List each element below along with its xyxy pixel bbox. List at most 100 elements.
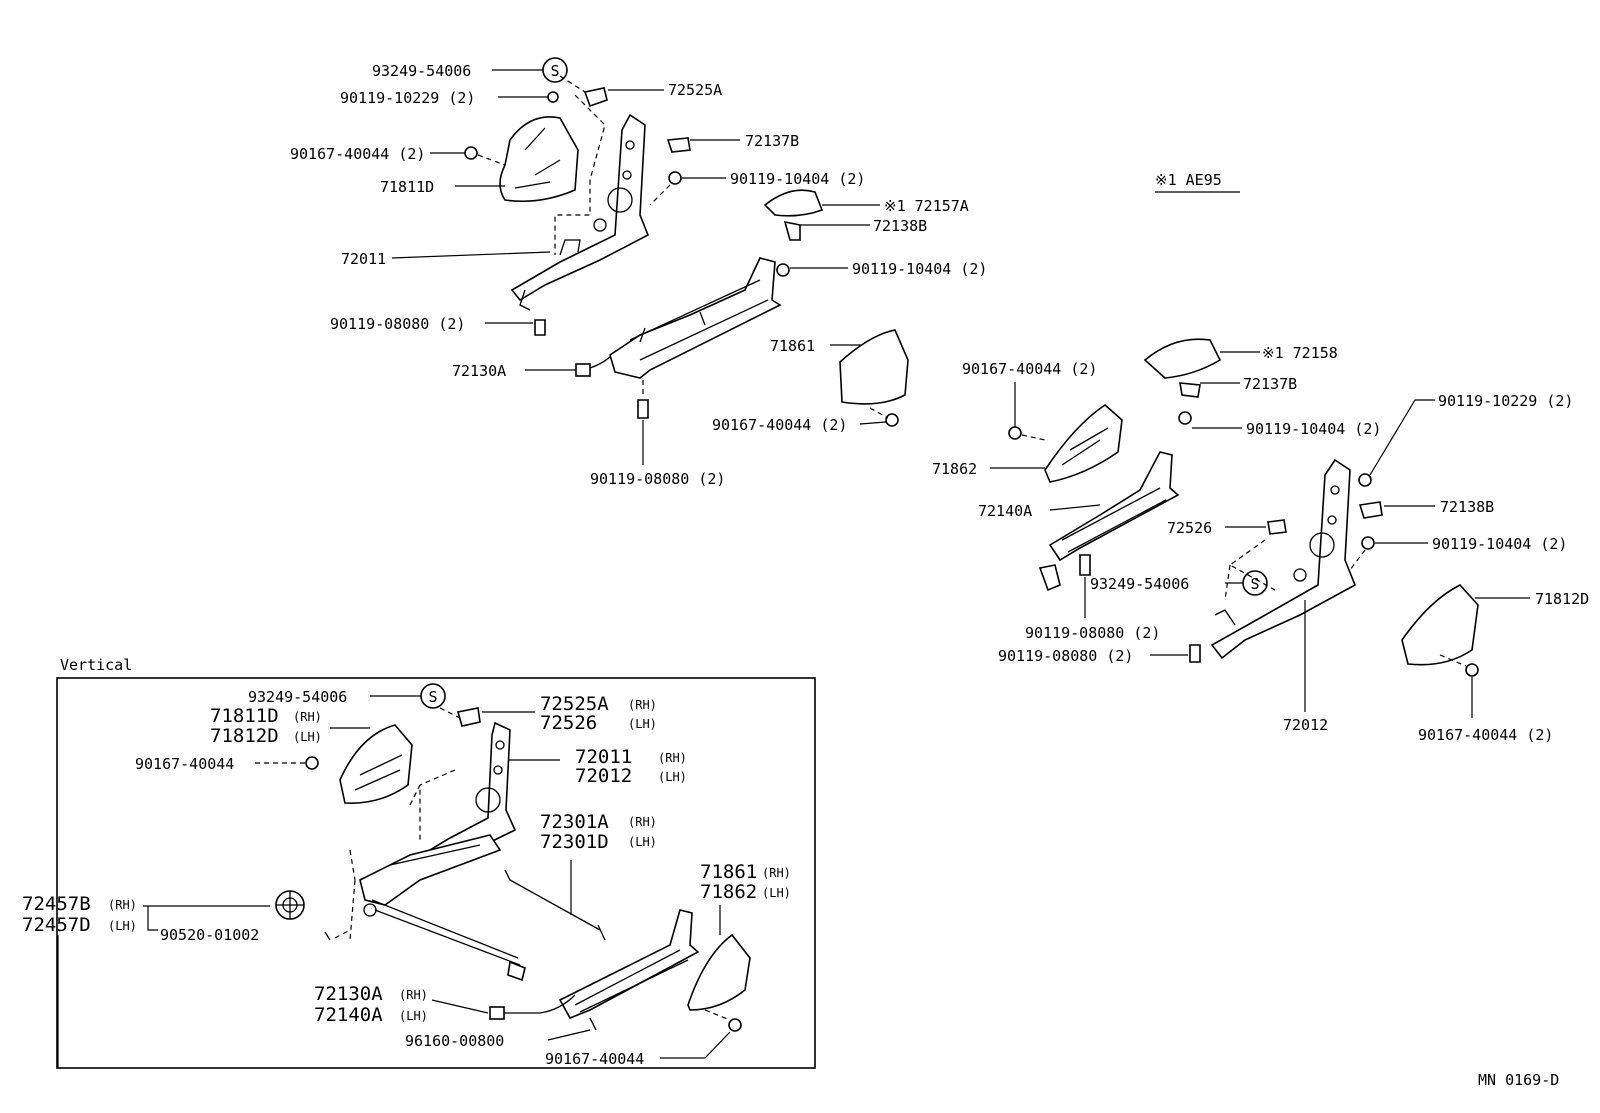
label-lh: (LH): [628, 717, 657, 731]
label-90167-40044-lh-b: 90167-40044 (2): [1418, 726, 1553, 744]
seat-track-rail: [558, 909, 700, 1020]
s-mark-label: S: [550, 62, 559, 80]
label-v90167-40044-a: 90167-40044: [135, 755, 234, 773]
label-v72011: 72011: [575, 746, 632, 768]
clip-72137b: [666, 137, 691, 153]
label-v90167-40044-b: 90167-40044: [545, 1050, 644, 1068]
label-72012-lh: 72012: [1283, 716, 1328, 734]
seat-track-72140a: [1048, 451, 1180, 562]
clip-72137b: [1179, 382, 1201, 398]
label-71861-rh: 71861: [770, 337, 815, 355]
label-v96160-00800: 96160-00800: [405, 1032, 504, 1050]
label-rh: (RH): [399, 988, 428, 1002]
label-rh: (RH): [628, 815, 657, 829]
recliner-hinge-72011: [510, 113, 650, 302]
clip-72525a: [583, 87, 608, 108]
recliner-cover-71811d: [499, 116, 579, 203]
label-v71861: 71861: [700, 861, 757, 883]
label-v71862: 71862: [700, 881, 757, 903]
screw-icon: [1178, 411, 1192, 425]
cable-72130a: [500, 994, 576, 1014]
recliner-cover-71862: [1044, 403, 1123, 483]
label-lh: (LH): [762, 886, 791, 900]
label-90119-10229-rh: 90119-10229 (2): [340, 89, 475, 107]
assembly-rh: S 93249-54006 90119-10229 (2) 72525A 901…: [290, 57, 987, 488]
recliner-hinge-72012: [1210, 458, 1357, 660]
label-v90520-01002: 90520-01002: [160, 926, 259, 944]
bolt-icon: [637, 399, 649, 419]
s-mark-label: S: [1250, 575, 1259, 593]
cable-72130a: [525, 349, 619, 371]
label-90119-08080-lh-a: 90119-08080 (2): [1025, 624, 1160, 642]
label-90119-08080-rh-b: 90119-08080 (2): [590, 470, 725, 488]
screw-icon: [547, 91, 559, 103]
label-rh: (RH): [658, 751, 687, 765]
label-90167-40044-rh-b: 90167-40044 (2): [712, 416, 847, 434]
label-v72457b: 72457B: [22, 893, 91, 915]
label-90119-10229-lh: 90119-10229 (2): [1438, 392, 1573, 410]
screw-icon: [885, 413, 899, 427]
label-v72526: 72526: [540, 712, 597, 734]
label-71811d-rh: 71811D: [380, 178, 434, 196]
label-v72140a: 72140A: [314, 1004, 383, 1026]
label-v72012: 72012: [575, 765, 632, 787]
vertical-frame: [56, 677, 816, 1069]
label-93249-54006-rh: 93249-54006: [372, 62, 471, 80]
label-90119-10404-rh-b: 90119-10404 (2): [852, 260, 987, 278]
label-72138b-rh: 72138B: [873, 217, 927, 235]
clip-72526: [1267, 519, 1287, 535]
clip-72138b: [1358, 501, 1383, 519]
torsion-bar: [374, 909, 521, 966]
label-v71812d: 71812D: [210, 725, 279, 747]
seat-frame: [359, 834, 502, 906]
label-90119-10404-lh-a: 90119-10404 (2): [1246, 420, 1381, 438]
label-v72301a: 72301A: [540, 811, 609, 833]
s-mark-label: S: [428, 688, 437, 706]
label-71812d-lh: 71812D: [1535, 590, 1589, 608]
vertical-title: Vertical: [60, 656, 132, 674]
clip-icon: [589, 1017, 597, 1031]
label-lh: (LH): [658, 770, 687, 784]
screw-icon: [1465, 663, 1479, 677]
label-72138b-lh: 72138B: [1440, 498, 1494, 516]
label-72137b-rh: 72137B: [745, 132, 799, 150]
side-cover-71861: [839, 329, 909, 405]
label-72157a: ※1 72157A: [884, 197, 969, 215]
screw-icon: [776, 263, 790, 277]
label-72137b-lh: 72137B: [1243, 375, 1297, 393]
side-cover-71861: [687, 933, 751, 1011]
label-v93249-54006: 93249-54006: [248, 688, 347, 706]
bolt-icon: [534, 319, 546, 336]
label-lh: (LH): [108, 919, 137, 933]
recliner-cover-71812d: [1401, 584, 1479, 666]
bolt-icon: [1189, 644, 1201, 663]
vertical-inset: Vertical S 93249-54006 72525A (RH) 72526…: [22, 656, 816, 1069]
label-72130a-rh: 72130A: [452, 362, 506, 380]
label-lh: (LH): [293, 730, 322, 744]
screw-icon: [1358, 473, 1372, 487]
screw-icon: [728, 1018, 742, 1032]
bolt-icon: [1079, 554, 1091, 576]
link-rod-72301a: [504, 869, 601, 931]
label-90167-40044-rh-a: 90167-40044 (2): [290, 145, 425, 163]
recliner-cover-71811d: [339, 724, 413, 804]
label-lh: (LH): [628, 835, 657, 849]
screw-icon: [1361, 536, 1375, 550]
label-v72457d: 72457D: [22, 914, 91, 936]
label-v71811d: 71811D: [210, 705, 279, 727]
label-rh: (RH): [762, 866, 791, 880]
label-rh: (RH): [293, 710, 322, 724]
label-72158: ※1 72158: [1262, 344, 1338, 362]
label-v72301d: 72301D: [540, 831, 609, 853]
screw-icon: [464, 146, 478, 160]
label-v72130a: 72130A: [314, 983, 383, 1005]
label-72525a-rh: 72525A: [668, 81, 722, 99]
label-90119-10404-lh-b: 90119-10404 (2): [1432, 535, 1567, 553]
lever-knob-72158: [1143, 338, 1222, 379]
label-72526-lh: 72526: [1167, 519, 1212, 537]
label-71862-lh: 71862: [932, 460, 977, 478]
label-lh: (LH): [399, 1009, 428, 1023]
label-90119-10404-rh-a: 90119-10404 (2): [730, 170, 865, 188]
